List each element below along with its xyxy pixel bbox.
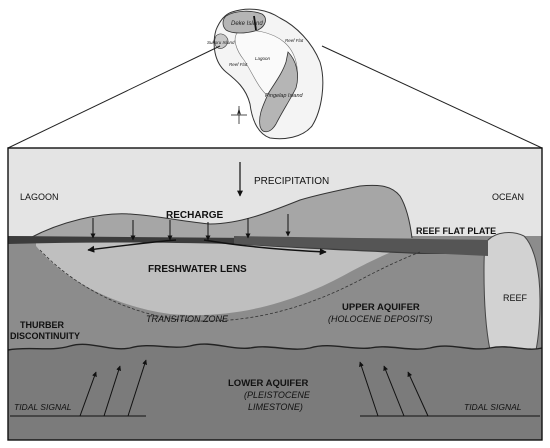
- tidal-arrow: [383, 365, 405, 417]
- label-transition-zone: TRANSITION ZONE: [146, 314, 229, 324]
- reef-body: [484, 232, 540, 353]
- label-reef: REEF: [503, 293, 528, 303]
- reef-flat-plate-bar: [234, 236, 488, 256]
- label-recharge: RECHARGE: [166, 210, 224, 221]
- label-lower-aquifer-sub2: LIMESTONE): [248, 402, 303, 412]
- label-ocean: OCEAN: [492, 192, 524, 202]
- label-upper-aquifer: UPPER AQUIFER: [342, 302, 420, 313]
- map-label-pingelap: Pingelap Island: [265, 93, 304, 99]
- compass-icon: [231, 106, 247, 124]
- pingelap-island-shape: [259, 51, 298, 133]
- map-label-sukoru: Sukoru Island: [207, 40, 235, 45]
- recharge-arrows: [90, 214, 291, 241]
- cross-section: LAGOON OCEAN PRECIPITATION RECHARGE REEF…: [7, 147, 543, 441]
- tidal-arrow: [359, 361, 379, 417]
- map-label-reef-flat-west: Reef Flat: [229, 62, 248, 67]
- label-upper-aquifer-sub: (HOLOCENE DEPOSITS): [328, 314, 433, 324]
- lens-flow-arrow-right: [203, 239, 327, 256]
- label-lagoon: LAGOON: [20, 192, 59, 202]
- sukoru-island-shape: [214, 33, 229, 49]
- well-transect-line: [253, 15, 257, 31]
- label-reef-flat-plate: REEF FLAT PLATE: [416, 226, 496, 236]
- atoll-map: Deke Island Sukoru Island Reef Flat Reef…: [207, 8, 324, 140]
- label-thurber: THURBER: [20, 320, 64, 330]
- tidal-arrows-right: [359, 361, 540, 417]
- label-freshwater-lens: FRESHWATER LENS: [148, 264, 247, 275]
- tidal-arrows-left: [10, 359, 148, 417]
- tidal-arrow: [103, 365, 122, 417]
- label-lower-aquifer: LOWER AQUIFER: [228, 378, 309, 389]
- label-tidal-signal-right: TIDAL SIGNAL: [464, 402, 522, 412]
- map-label-deke: Deke Island: [231, 21, 263, 27]
- label-lower-aquifer-sub1: (PLEISTOCENE: [244, 390, 311, 400]
- island-hill: [30, 185, 412, 238]
- projection-line-left: [7, 45, 221, 149]
- map-label-lagoon: Lagoon: [255, 56, 271, 61]
- tidal-arrow: [407, 371, 429, 417]
- lens-flow-arrow-left: [87, 239, 177, 253]
- label-tidal-signal-left: TIDAL SIGNAL: [14, 402, 72, 412]
- map-label-reef-flat-north: Reef Flat: [285, 38, 304, 43]
- label-precipitation: PRECIPITATION: [254, 176, 329, 187]
- tidal-arrow: [79, 371, 97, 417]
- freshwater-lens: [36, 240, 412, 316]
- projection-line-right: [321, 45, 543, 149]
- tidal-arrow: [127, 359, 148, 417]
- transition-zone-line: [39, 249, 421, 322]
- label-discontinuity: DISCONTINUITY: [10, 331, 80, 341]
- section-frame: [7, 147, 543, 441]
